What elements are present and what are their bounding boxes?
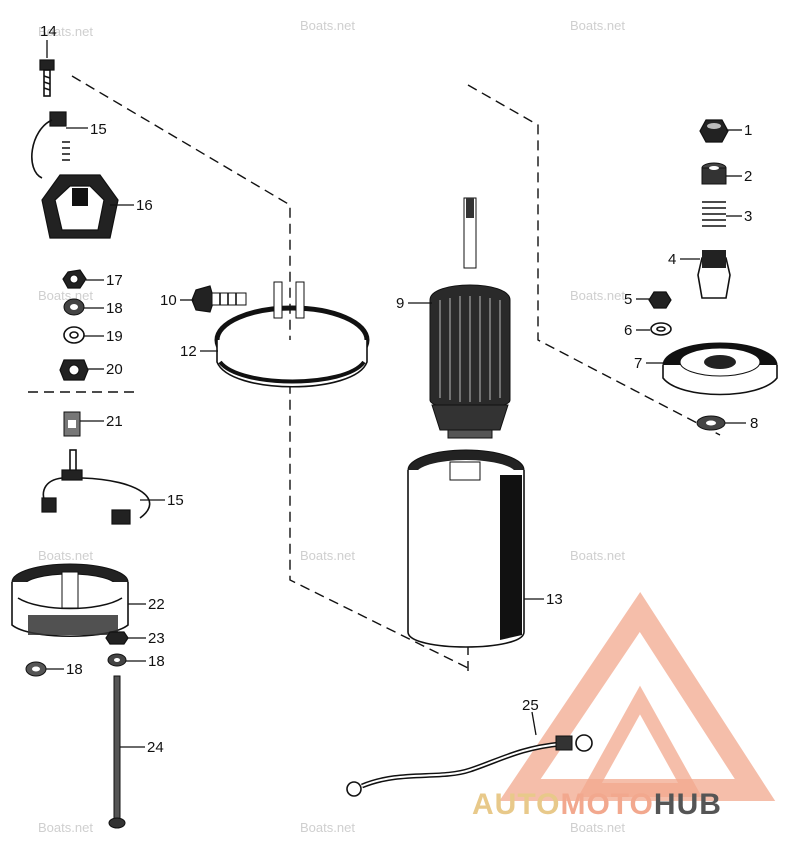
brand-logo-inner (578, 685, 702, 797)
callout-labels: 14 15 16 17 18 19 20 21 15 22 23 18 18 2… (40, 23, 758, 756)
watermark: Boats.net (38, 548, 93, 563)
part-bolt-14 (39, 59, 55, 97)
leader-lines (46, 40, 746, 748)
brand-logo-text: AUTOMOTOHUB (472, 788, 722, 821)
callout-23: 23 (148, 630, 165, 647)
callout-15-lower: 15 (167, 492, 184, 509)
callout-25: 25 (522, 697, 539, 714)
part-washer-19 (63, 326, 85, 344)
callout-8: 8 (750, 415, 758, 432)
part-end-cap-22 (11, 563, 129, 638)
watermark: Boats.net (570, 548, 625, 563)
watermark: Boats.net (300, 18, 355, 33)
callout-1: 1 (744, 122, 752, 139)
callout-9: 9 (396, 295, 404, 312)
brand-part2: MOTO (560, 788, 653, 821)
callout-18-b: 18 (148, 653, 165, 670)
watermark: Boats.net (38, 288, 93, 303)
callout-20: 20 (106, 361, 123, 378)
part-nut-23 (105, 631, 129, 645)
watermark: Boats.net (570, 18, 625, 33)
callout-19: 19 (106, 328, 123, 345)
watermark: Boats.net (38, 24, 93, 39)
callout-16: 16 (136, 197, 153, 214)
part-band-12 (214, 281, 370, 388)
part-washer-18c (25, 661, 47, 677)
brand-part1: AUTO (472, 788, 560, 821)
part-end-plate-7 (662, 342, 778, 396)
part-nut-20 (59, 359, 89, 381)
callout-10: 10 (160, 292, 177, 309)
assembly-guide-lines (28, 75, 721, 672)
part-brush-15-upper (31, 111, 70, 179)
part-bolt-10 (191, 285, 247, 313)
part-nut-17 (62, 269, 87, 289)
watermark-layer: Boats.net Boats.net Boats.net Boats.net … (38, 18, 625, 835)
callout-17: 17 (106, 272, 123, 289)
part-clip-21 (63, 411, 81, 437)
callout-18-a: 18 (106, 300, 123, 317)
part-washer-6 (650, 322, 672, 336)
watermark: Boats.net (38, 820, 93, 835)
brand-logo: AUTOMOTOHUB (472, 592, 776, 821)
part-brush-holder-16 (41, 174, 119, 239)
part-spring-3 (702, 201, 726, 227)
part-armature-9 (429, 197, 511, 439)
brand-part3: HUB (654, 788, 722, 821)
callout-22: 22 (148, 596, 165, 613)
callout-12: 12 (180, 343, 197, 360)
callout-24: 24 (147, 739, 164, 756)
callout-3: 3 (744, 208, 752, 225)
part-brush-15-lower (41, 449, 151, 525)
part-nut-5 (648, 291, 672, 309)
callout-14: 14 (40, 23, 57, 40)
callout-7: 7 (634, 355, 642, 372)
callout-5: 5 (624, 291, 632, 308)
watermark: Boats.net (570, 288, 625, 303)
part-drive-gear-4 (697, 250, 731, 299)
part-washer-18a (63, 298, 85, 316)
callout-15-upper: 15 (90, 121, 107, 138)
watermark: Boats.net (300, 548, 355, 563)
callout-2: 2 (744, 168, 752, 185)
part-spacer-2 (701, 162, 727, 185)
callout-21: 21 (106, 413, 123, 430)
callout-4: 4 (668, 251, 676, 268)
part-nut-1 (699, 119, 729, 143)
callout-13: 13 (546, 591, 563, 608)
part-frame-13 (407, 449, 525, 648)
callout-18-c: 18 (66, 661, 83, 678)
part-washer-8 (696, 415, 726, 431)
part-cable-25 (346, 734, 593, 797)
watermark: Boats.net (300, 820, 355, 835)
watermark: Boats.net (570, 820, 625, 835)
part-washer-18b (107, 653, 127, 667)
part-through-bolt-24 (108, 675, 126, 829)
callout-6: 6 (624, 322, 632, 339)
